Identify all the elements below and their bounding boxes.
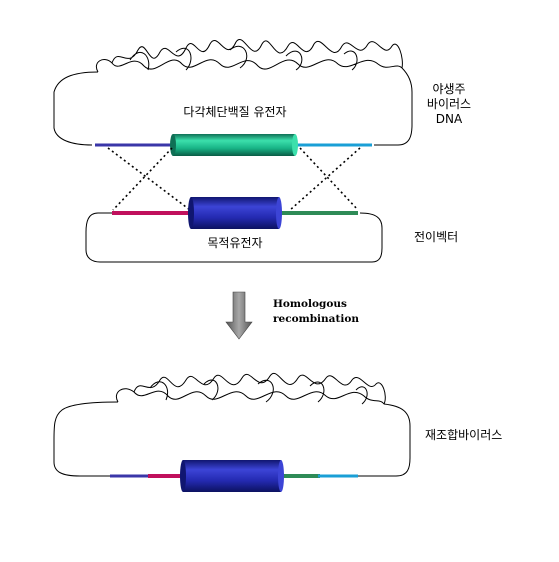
wild-virus-label-line3: DNA: [435, 112, 463, 126]
recombinant-gene-left-cap: [180, 460, 186, 492]
transfer-vector-label: 전이벡터: [414, 230, 459, 244]
target-gene-left-cap: [188, 197, 194, 229]
crossover-left-a: [107, 147, 191, 211]
target-gene-right-cap: [276, 197, 282, 229]
recombinant-virus-label: 재조합바이러스: [425, 428, 503, 442]
polyhedrin-gene-right-cap: [292, 134, 298, 156]
wild-virus-dna-backbone: [53, 67, 413, 146]
crossover-left-b: [112, 147, 173, 211]
polyhedrin-gene-label: 다각체단백질 유전자: [183, 105, 287, 119]
wild-virus-label-line2: 바이러스: [426, 97, 472, 111]
crossover-lines: [107, 147, 361, 211]
recombinant-gene-right-cap: [278, 460, 284, 492]
transfer-vector-backbone: [85, 212, 383, 263]
target-gene-label: 목적유전자: [207, 236, 263, 250]
transfer-vector-group: [85, 197, 383, 263]
process-label-line1: Homologous: [273, 298, 347, 310]
wild-virus-label-line1: 야생주: [432, 82, 466, 96]
recombinant-virus-group: [53, 373, 411, 492]
recombinant-coiled-dna: [116, 373, 386, 405]
down-arrow-icon: [225, 291, 253, 340]
process-label-line2: recombination: [273, 313, 359, 325]
polyhedrin-gene-left-cap: [170, 134, 176, 156]
recombinant-target-gene-box: [183, 460, 281, 492]
wild-virus-dna-group: [53, 39, 413, 156]
recombinant-dna-backbone: [53, 401, 411, 477]
target-gene-box: [191, 197, 279, 229]
wild-virus-coiled-dna: [96, 39, 403, 73]
process-label: Homologous recombination: [273, 297, 359, 327]
polyhedrin-gene-box: [173, 134, 295, 156]
crossover-right-a: [299, 147, 359, 211]
wild-virus-label: 야생주 바이러스 DNA: [418, 82, 480, 127]
crossover-right-b: [289, 147, 361, 211]
